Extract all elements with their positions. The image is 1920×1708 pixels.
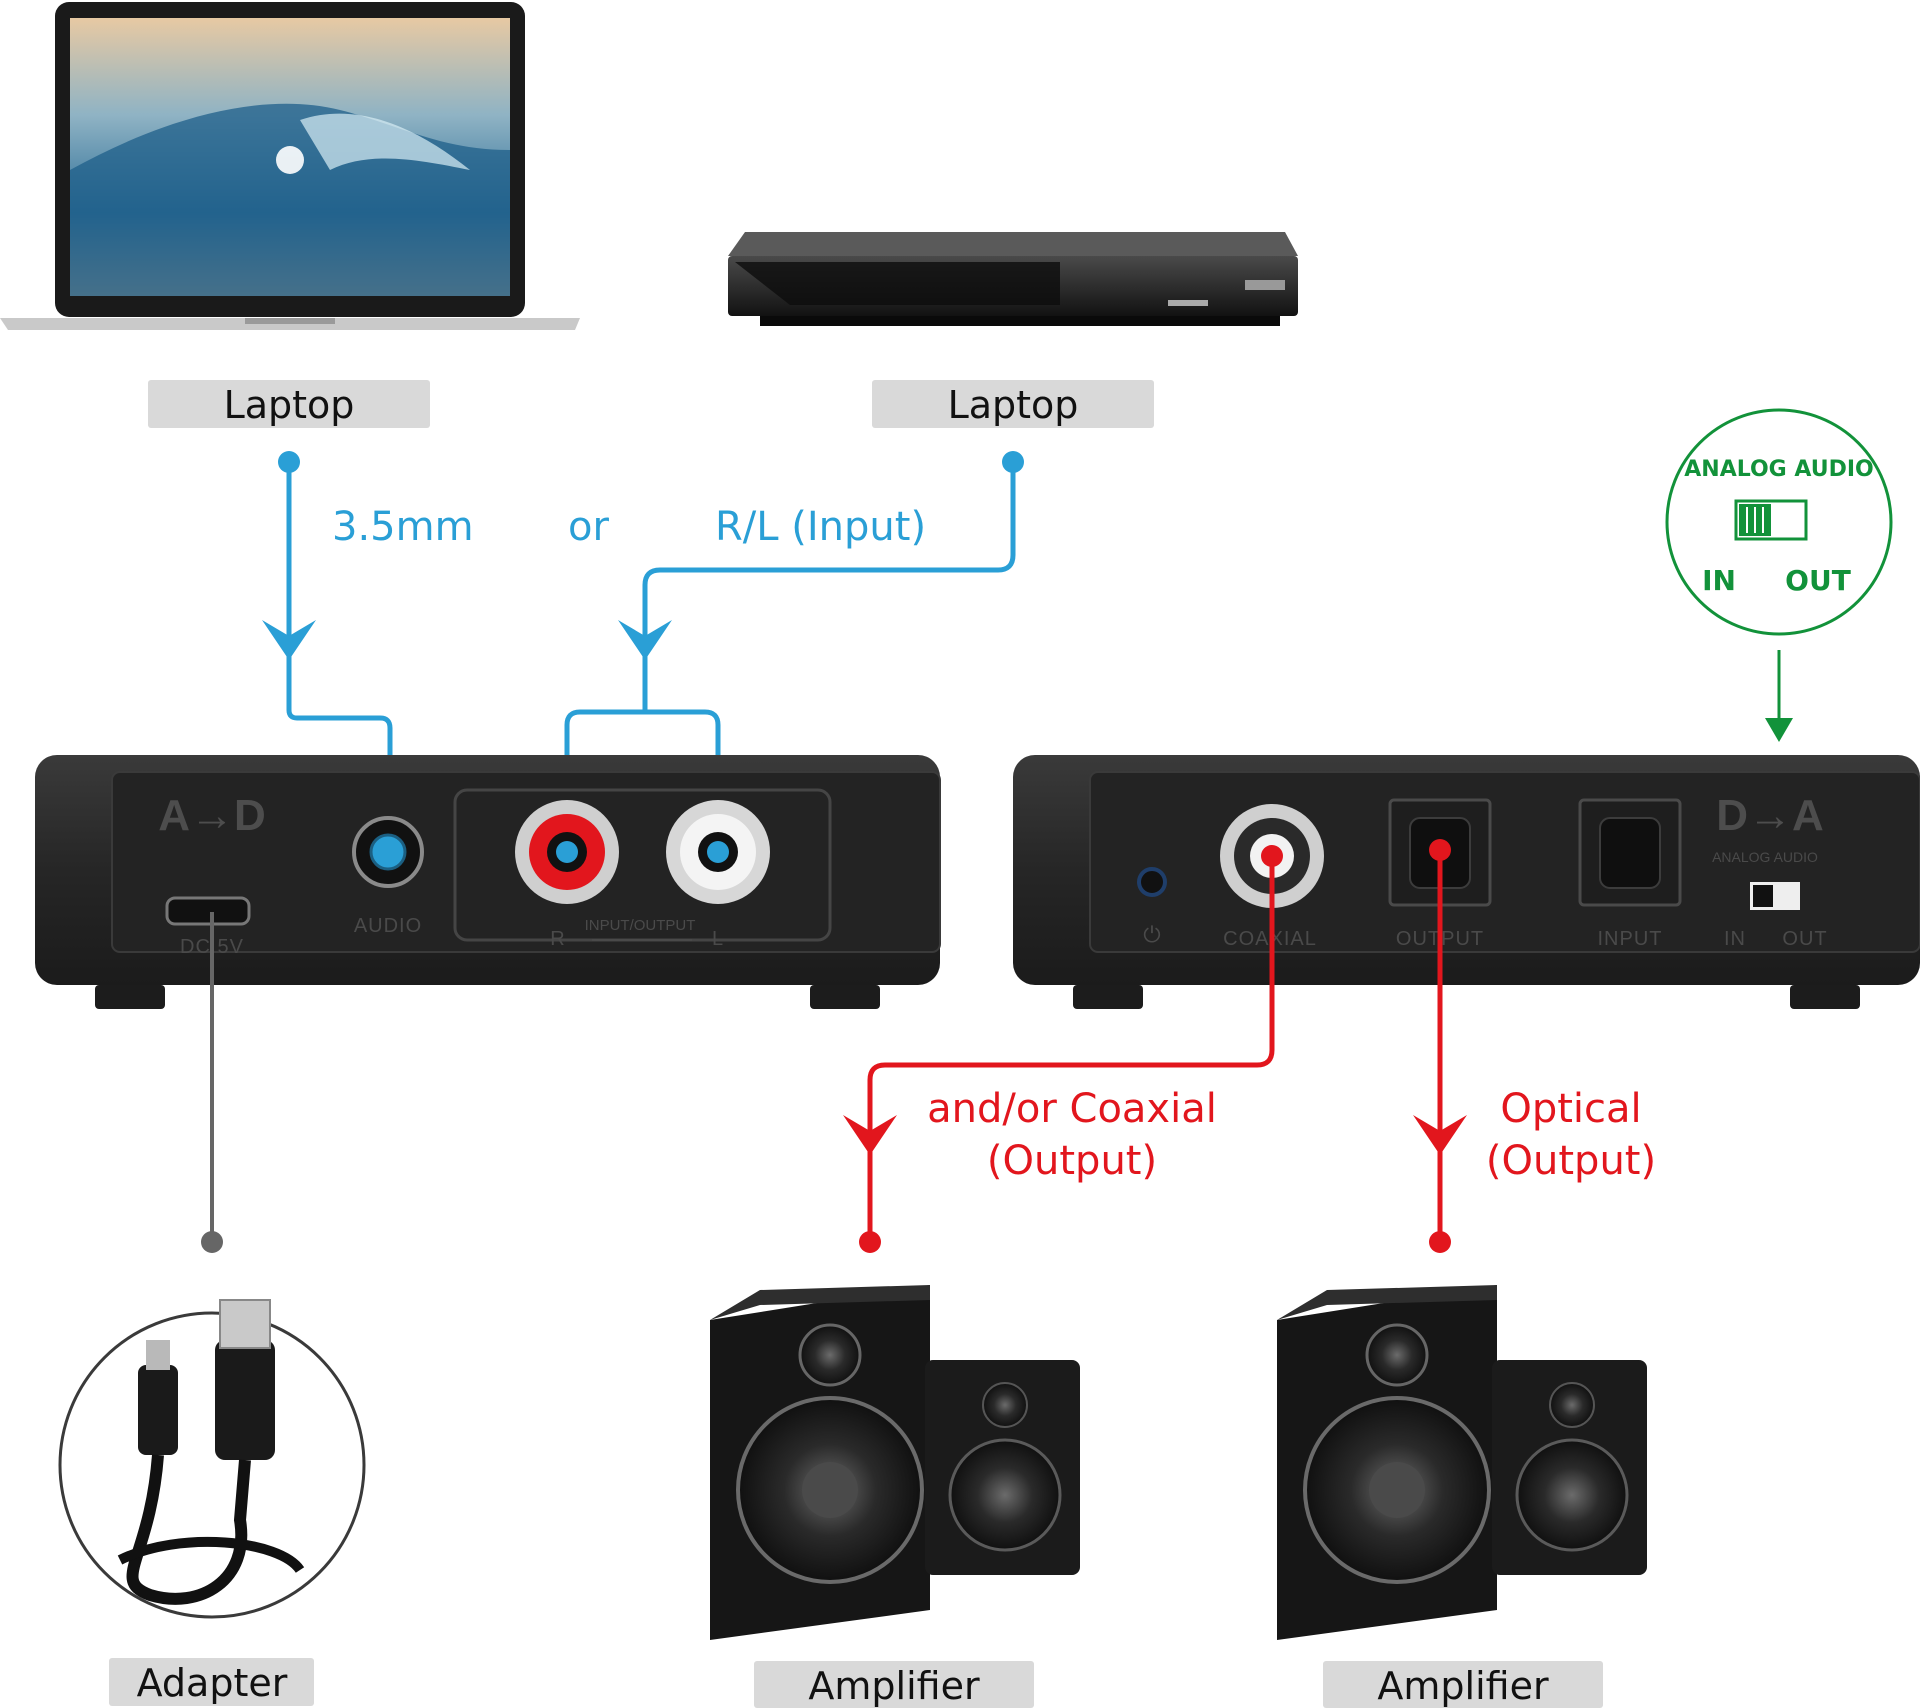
rca-l-label: L <box>712 928 724 950</box>
dac-switch-out: OUT <box>1782 928 1827 950</box>
jack-label: 3.5mm <box>332 504 474 550</box>
dvd-player-image <box>728 232 1298 326</box>
power-line <box>201 912 223 1253</box>
coaxial-output-line2: (Output) <box>987 1138 1157 1184</box>
adc-logo: A→D <box>158 791 266 840</box>
switch-in-label: IN <box>1702 564 1736 597</box>
adapter-label: Adapter <box>137 1661 288 1705</box>
audio-port-label: AUDIO <box>354 915 422 937</box>
optical-output-line1: Optical <box>1500 1086 1641 1132</box>
dac-converter: ⏻ COAXIAL OUTPUT INPUT D→A ANALOG AUDIO … <box>1013 755 1920 1009</box>
rca-input-label: R/L (Input) <box>715 504 926 550</box>
power-led-icon <box>1137 867 1167 897</box>
arrow-down-icon <box>843 1115 897 1155</box>
coaxial-output-line1: and/or Coaxial <box>927 1086 1217 1132</box>
apple-logo-icon <box>276 146 304 174</box>
optical-output-line2: (Output) <box>1486 1138 1656 1184</box>
dac-switch-in: IN <box>1724 928 1746 950</box>
rca-group-label: INPUT/OUTPUT <box>585 917 696 934</box>
dac-switch-label: ANALOG AUDIO <box>1712 849 1818 865</box>
arrow-down-icon <box>262 620 316 660</box>
laptop-label-left: Laptop <box>224 383 355 427</box>
input-lines <box>278 451 1024 852</box>
or-label: or <box>568 504 609 550</box>
micro-usb-port <box>165 896 251 926</box>
speakers-image-left <box>710 1285 1080 1640</box>
adc-converter: A→D DC 5V AUDIO INPUT/OUTPUT R L <box>35 755 941 1009</box>
dac-logo: D→A <box>1716 791 1824 840</box>
amplifier-label-right: Amplifier <box>1377 1664 1549 1708</box>
amplifier-label-left: Amplifier <box>808 1664 980 1708</box>
arrow-down-icon <box>618 620 672 660</box>
laptop-image <box>0 2 580 330</box>
rca-r-label: R <box>550 928 565 950</box>
analog-audio-callout: ANALOG AUDIO IN OUT <box>1665 408 1893 742</box>
analog-audio-title: ANALOG AUDIO <box>1684 457 1873 482</box>
arrow-down-icon <box>1413 1115 1467 1155</box>
output-lines <box>867 850 1443 1242</box>
optical-input-label: INPUT <box>1598 928 1663 950</box>
speakers-image-right <box>1277 1285 1647 1640</box>
arrow-down-icon <box>1765 718 1793 742</box>
power-icon: ⏻ <box>1143 923 1160 948</box>
adapter-image <box>58 1299 366 1619</box>
switch-out-label: OUT <box>1785 564 1851 597</box>
laptop-label-right: Laptop <box>948 383 1079 427</box>
